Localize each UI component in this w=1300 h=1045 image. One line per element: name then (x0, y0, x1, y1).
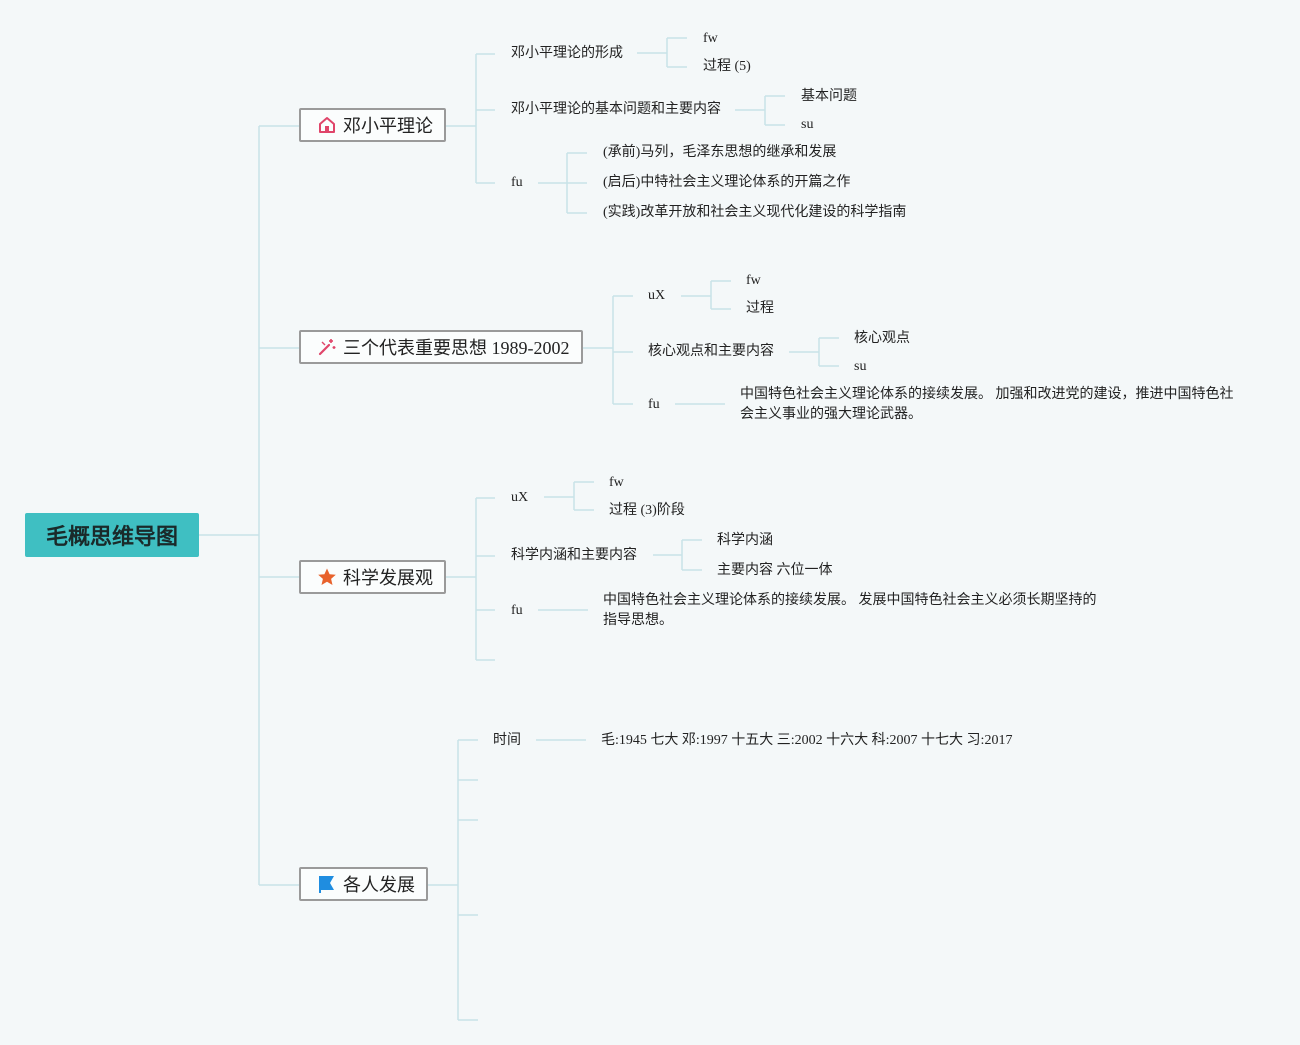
node-deng-basics[interactable]: 邓小平理论的基本问题和主要内容 (511, 102, 721, 117)
node-science-ux[interactable]: uX (511, 490, 529, 505)
root-label: 毛概思维导图 (45, 525, 178, 550)
node-three-fu[interactable]: fu (648, 397, 660, 412)
node-deng-formation-fw[interactable]: fw (703, 31, 718, 46)
node-science-content-meaning[interactable]: 科学内涵 (717, 533, 773, 548)
node-science-content[interactable]: 科学内涵和主要内容 (511, 548, 637, 563)
node-deng-fu-item[interactable]: (启后)中特社会主义理论体系的开篇之作 (603, 175, 851, 190)
node-deng-formation-process[interactable]: 过程 (5) (703, 59, 751, 74)
topic-label: 科学发展观 (343, 568, 433, 588)
node-three-core[interactable]: 核心观点和主要内容 (648, 344, 774, 359)
node-three-ux-fw[interactable]: fw (746, 273, 761, 288)
node-deng-basics-su[interactable]: su (801, 117, 814, 132)
node-each-time-text[interactable]: 毛:1945 七大 邓:1997 十五大 三:2002 十六大 科:2007 十… (601, 733, 1013, 748)
topic-label: 三个代表重要思想 1989-2002 (343, 338, 570, 358)
magic-wand-icon (317, 337, 337, 357)
node-three-ux[interactable]: uX (648, 288, 666, 303)
topic-science-development[interactable]: 科学发展观 (299, 560, 446, 594)
flag-icon (317, 874, 337, 894)
topic-three-represents[interactable]: 三个代表重要思想 1989-2002 (299, 330, 583, 364)
house-icon (317, 115, 337, 135)
root-node[interactable]: 毛概思维导图 (25, 513, 199, 557)
node-three-core-su[interactable]: su (854, 359, 867, 374)
node-science-ux-process[interactable]: 过程 (3)阶段 (609, 503, 685, 518)
topic-deng[interactable]: 邓小平理论 (299, 108, 446, 142)
star-icon (317, 567, 337, 587)
node-deng-basics-problem[interactable]: 基本问题 (801, 89, 857, 104)
topic-each-development[interactable]: 各人发展 (299, 867, 428, 901)
node-deng-formation[interactable]: 邓小平理论的形成 (511, 46, 623, 61)
node-three-ux-process[interactable]: 过程 (746, 301, 774, 316)
node-each-time[interactable]: 时间 (493, 733, 521, 748)
node-three-fu-text[interactable]: 中国特色社会主义理论体系的接续发展。 加强和改进党的建设，推进中国特色社会主义事… (740, 387, 1234, 422)
topic-label: 各人发展 (343, 875, 415, 895)
node-deng-fu-item[interactable]: (承前)马列，毛泽东思想的继承和发展 (603, 145, 837, 160)
node-science-fu[interactable]: fu (511, 603, 523, 618)
node-deng-fu[interactable]: fu (511, 175, 523, 190)
node-science-content-main[interactable]: 主要内容 六位一体 (717, 563, 833, 578)
topic-label: 邓小平理论 (343, 116, 433, 136)
node-three-core-point[interactable]: 核心观点 (854, 331, 910, 346)
node-science-ux-fw[interactable]: fw (609, 475, 624, 490)
node-science-fu-text[interactable]: 中国特色社会主义理论体系的接续发展。 发展中国特色社会主义必须长期坚持的指导思想… (603, 593, 1097, 628)
node-deng-fu-item[interactable]: (实践)改革开放和社会主义现代化建设的科学指南 (603, 205, 907, 220)
